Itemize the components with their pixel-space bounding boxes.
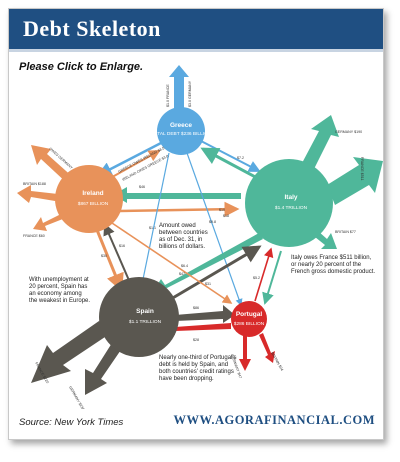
- spain-note-1: With unemployment at: [29, 277, 89, 283]
- italy-name: Italy: [284, 194, 297, 201]
- italy-note-3: French gross domestic product.: [291, 269, 375, 275]
- label-spain-ireland: $16: [119, 244, 125, 248]
- flow-greece-portugal: [186, 152, 243, 307]
- italy-note-1: Italy owes France $511 billion,: [291, 255, 372, 261]
- greece-bubble[interactable]: Greece TOTAL DEBT $236 BILLION: [151, 107, 212, 155]
- flow-italy-ireland: [113, 187, 241, 203]
- center-note-3: as of Dec. 31, in: [159, 237, 202, 243]
- ext-italy-germany: GERMANY $190: [335, 130, 362, 134]
- italy-total: $1.4 TRILLION: [275, 205, 308, 211]
- portugal-note-3: both countries' credit ratings: [159, 369, 234, 375]
- ext-italy-france: FRANCE $511: [360, 157, 364, 181]
- center-note: Amount owed between countries as of Dec.…: [159, 223, 209, 250]
- flow-ireland-italy: [118, 201, 240, 217]
- flow-ireland-portugal: [108, 220, 233, 304]
- ext-ireland-britain: BRITAIN $188: [23, 182, 46, 186]
- flow-italy-greece: [200, 147, 260, 181]
- flow-portugal-italy: [254, 247, 274, 302]
- label-ireland-italy: $46: [139, 185, 145, 189]
- label-italy-greece: $7.2: [237, 156, 244, 160]
- label-spain-italy: $31: [205, 282, 211, 286]
- spain-note: With unemployment at 20 percent, Spain h…: [29, 277, 90, 304]
- ext-greece-1: $1.0 FRANCE: [166, 84, 170, 107]
- label-portugal-spain: $28: [193, 338, 199, 342]
- spain-bubble[interactable]: Spain $1.1 TRILLION: [99, 277, 179, 357]
- flow-spain-italy: [170, 245, 262, 301]
- label-italy-ireland: $18: [223, 214, 229, 218]
- flow-spain-ireland: [103, 223, 132, 286]
- ext-spain-germany: GERMANY $238: [68, 386, 85, 410]
- label-greece-spain: $1.1: [149, 226, 156, 230]
- label-greece-portugal: $9.8: [209, 220, 216, 224]
- portugal-note-1: Nearly one-third of Portugal's: [159, 355, 237, 361]
- portugal-note: Nearly one-third of Portugal's debt is h…: [159, 355, 238, 382]
- debt-diagram[interactable]: Greece TOTAL DEBT $236 BILLION Ireland $…: [9, 53, 383, 409]
- flow-greece-spain: [138, 152, 170, 291]
- label-ireland-spain: $30: [101, 254, 107, 258]
- portugal-note-2: debt is held by Spain, and: [159, 362, 228, 368]
- flow-spain-portugal: [175, 305, 235, 323]
- center-note-4: billions of dollars.: [159, 244, 205, 250]
- label-portugal-italy: $5.2: [253, 276, 260, 280]
- title-banner: Debt Skeleton: [9, 9, 383, 52]
- spain-france-arrow: [31, 321, 111, 383]
- center-note-1: Amount owed: [159, 223, 196, 229]
- label-italy-spain: $47: [179, 272, 185, 276]
- portugal-bubble[interactable]: Portugal $286 BILLION: [231, 301, 267, 337]
- italy-germany-arrow: [301, 115, 339, 171]
- italy-france-arrow: [327, 157, 383, 205]
- italy-bubble[interactable]: Italy $1.4 TRILLION: [245, 159, 333, 247]
- flow-greece-ireland: [96, 141, 162, 177]
- ireland-total: $867 BILLION: [78, 201, 109, 207]
- ext-greece-2: $3.0 GERMANY: [188, 80, 192, 107]
- flow-greece-italy: [200, 140, 261, 172]
- greece-name: Greece: [170, 122, 192, 129]
- italy-note: Italy owes France $511 billion, or nearl…: [291, 255, 375, 275]
- spain-name: Spain: [136, 308, 154, 315]
- ireland-germany-arrow: [31, 145, 75, 185]
- source-credit: Source: New York Times: [19, 417, 124, 428]
- label-portugal-greece: $10: [219, 208, 225, 212]
- ireland-bubble[interactable]: Ireland $867 BILLION: [55, 165, 123, 233]
- ireland-name: Ireland: [82, 190, 103, 197]
- article-frame: Debt Skeleton Please Click to Enlarge.: [8, 8, 384, 440]
- flow-italy-spain: [151, 233, 263, 295]
- flow-ireland-spain: [93, 224, 124, 292]
- spain-total: $1.1 TRILLION: [129, 319, 162, 325]
- portugal-germany-arrow: [239, 335, 251, 371]
- spain-note-2: 20 percent, Spain has: [29, 284, 87, 290]
- portugal-note-4: have been dropping.: [159, 376, 214, 382]
- portugal-total: $286 BILLION: [234, 321, 265, 327]
- greece-total-value: TOTAL DEBT $236 BILLION: [151, 131, 212, 137]
- greece-total: TOTAL DEBT $236 BILLION: [151, 131, 212, 137]
- label-spain-portugal: $86: [193, 306, 199, 310]
- portugal-name: Portugal: [236, 311, 263, 318]
- portugal-britain-arrow: [259, 333, 275, 363]
- ireland-britain-arrow: [17, 185, 67, 203]
- spain-note-3: an economy among: [29, 291, 82, 297]
- flow-portugal-spain: [165, 323, 231, 335]
- spain-note-4: the weakest in Europe.: [29, 298, 90, 304]
- center-note-2: between countries: [159, 230, 208, 236]
- ext-italy-britain: BRITAIN $77: [335, 230, 356, 234]
- label-ireland-portugal: $6.4: [181, 264, 188, 268]
- greece-external-arrow: [169, 65, 189, 111]
- ext-ireland-france: FRANCE $60: [23, 234, 45, 238]
- site-link[interactable]: WWW.AGORAFINANCIAL.COM: [173, 413, 375, 427]
- enlarge-link[interactable]: Please Click to Enlarge.: [19, 61, 144, 73]
- flow-italy-portugal: [262, 250, 282, 305]
- page-title: Debt Skeleton: [23, 16, 161, 41]
- italy-note-2: or nearly 20 percent of the: [291, 262, 362, 268]
